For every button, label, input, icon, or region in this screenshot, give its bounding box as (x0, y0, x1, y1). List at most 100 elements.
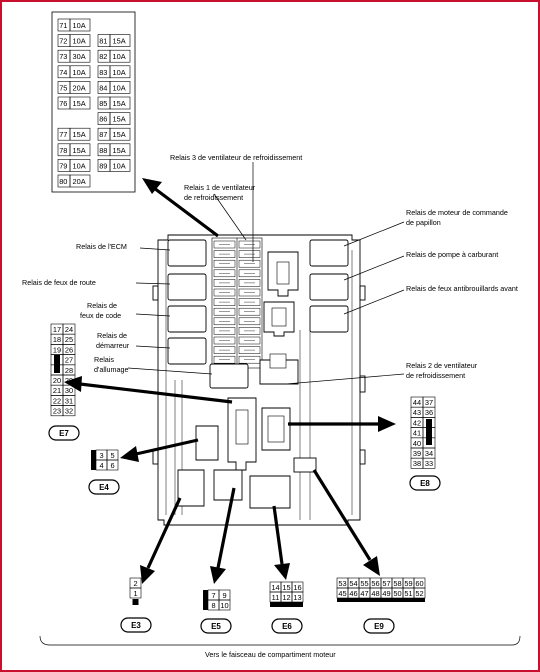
pin-number: 19 (53, 345, 61, 354)
label-code-l1: Relais de (87, 301, 117, 310)
label-fan2-l1: Relais 2 de ventilateur (406, 361, 478, 370)
fuse-slot (238, 240, 261, 249)
fuse-slot (213, 240, 236, 249)
fuse-number: 84 (99, 83, 107, 92)
fuse-amperage: 15A (113, 99, 126, 108)
socket-e6 (249, 475, 291, 509)
fuse-slot (213, 269, 236, 278)
fuse-slot (238, 317, 261, 326)
fuse-number: 71 (59, 21, 67, 30)
pin-number: 27 (65, 356, 73, 365)
relay-fan-1 (263, 301, 295, 337)
fuse-number: 83 (99, 68, 107, 77)
pin-number: 41 (413, 429, 421, 438)
fuse-number: 78 (59, 146, 67, 155)
fuse-slot (213, 317, 236, 326)
pin-cell (129, 587, 142, 599)
fuse-amperage: 20A (73, 177, 86, 186)
fuse-amperage: 30A (73, 52, 86, 61)
fuse-slot (213, 336, 236, 345)
label-code-l2: feux de code (80, 311, 121, 320)
fuse-amp-cell (109, 112, 131, 125)
pin-number: 60 (415, 579, 423, 588)
pin-number: 48 (371, 589, 379, 598)
pin-cell (106, 459, 119, 471)
connector-name: E9 (374, 622, 384, 631)
pin-key (270, 602, 303, 607)
fuse-amp-cell (109, 143, 131, 157)
pin-number: 15 (282, 583, 290, 592)
fuse-slot (238, 259, 261, 268)
fuse-slot (213, 327, 236, 335)
relay-fan-3 (267, 251, 299, 297)
pin-number: 58 (393, 579, 401, 588)
socket-e3 (177, 469, 205, 507)
pin-number: 16 (293, 583, 301, 592)
pin-number: 6 (110, 461, 114, 470)
fuse-amp-cell (109, 65, 131, 79)
pin-number: 55 (360, 579, 368, 588)
pin-number: 40 (413, 439, 421, 448)
relays-right (309, 239, 349, 333)
pin-number: 44 (413, 398, 421, 407)
fuse-number: 76 (59, 99, 67, 108)
pin-number: 32 (65, 407, 73, 416)
pin-number: 56 (371, 579, 379, 588)
fuse-slot (213, 279, 236, 287)
fuse-amp-cell (69, 18, 91, 32)
pin-number: 38 (413, 459, 421, 468)
label-fog: Relais de feux antibrouillards avant (406, 284, 518, 293)
pin-number: 4 (99, 461, 103, 470)
fuse-slot (213, 259, 236, 268)
fuse-amperage: 10A (113, 68, 126, 77)
label-fan2-l2: de refroidissement (406, 371, 465, 380)
fuse-number: 89 (99, 161, 107, 170)
connector-badge (363, 618, 395, 634)
fuse-number: 82 (99, 52, 107, 61)
label-fan3: Relais 3 de ventilateur de refroidisseme… (170, 153, 302, 162)
connector-badge (409, 475, 441, 491)
pin-number: 23 (53, 407, 61, 416)
fuse-amperage: 15A (113, 37, 126, 46)
harness-label: Vers le faisceau de compartiment moteur (205, 650, 336, 659)
fuse-amperage: 15A (73, 99, 86, 108)
pin-number: 52 (415, 589, 423, 598)
fuse-amp-cell (69, 65, 91, 79)
relay-demarreur (167, 337, 207, 365)
fuse-number: 79 (59, 161, 67, 170)
fuse-strip (211, 237, 263, 369)
pin-number: 47 (360, 589, 368, 598)
fuse-amp-cell (109, 81, 131, 94)
leader-lines (127, 162, 405, 385)
fuse-amp-cell (69, 96, 91, 110)
pin-number: 20 (53, 376, 61, 385)
fuse-amp-cell (69, 81, 91, 94)
label-throttle-l2: de papillon (406, 218, 441, 227)
connector-badge (120, 617, 152, 633)
pin-number: 45 (338, 589, 346, 598)
fuse-number: 88 (99, 146, 107, 155)
pin-key (54, 355, 60, 373)
label-dem-l1: Relais de (97, 331, 127, 340)
pin-number: 7 (211, 591, 215, 600)
fuse-slot (238, 298, 261, 306)
connector-name: E3 (131, 621, 141, 630)
arrow-to-e4 (120, 438, 199, 462)
fuse-number: 75 (59, 83, 67, 92)
label-allu-l2: d'allumage (94, 365, 129, 374)
pin-number: 37 (425, 398, 433, 407)
relay-ecm (167, 239, 207, 267)
label-route: Relais de feux de route (22, 278, 96, 287)
fuse-amperage: 20A (73, 83, 86, 92)
relay-throttle (309, 239, 349, 267)
pin-number: 54 (349, 579, 357, 588)
pin-number: 28 (65, 366, 73, 375)
relay-labels: Relais 3 de ventilateur de refroidisseme… (22, 153, 518, 380)
